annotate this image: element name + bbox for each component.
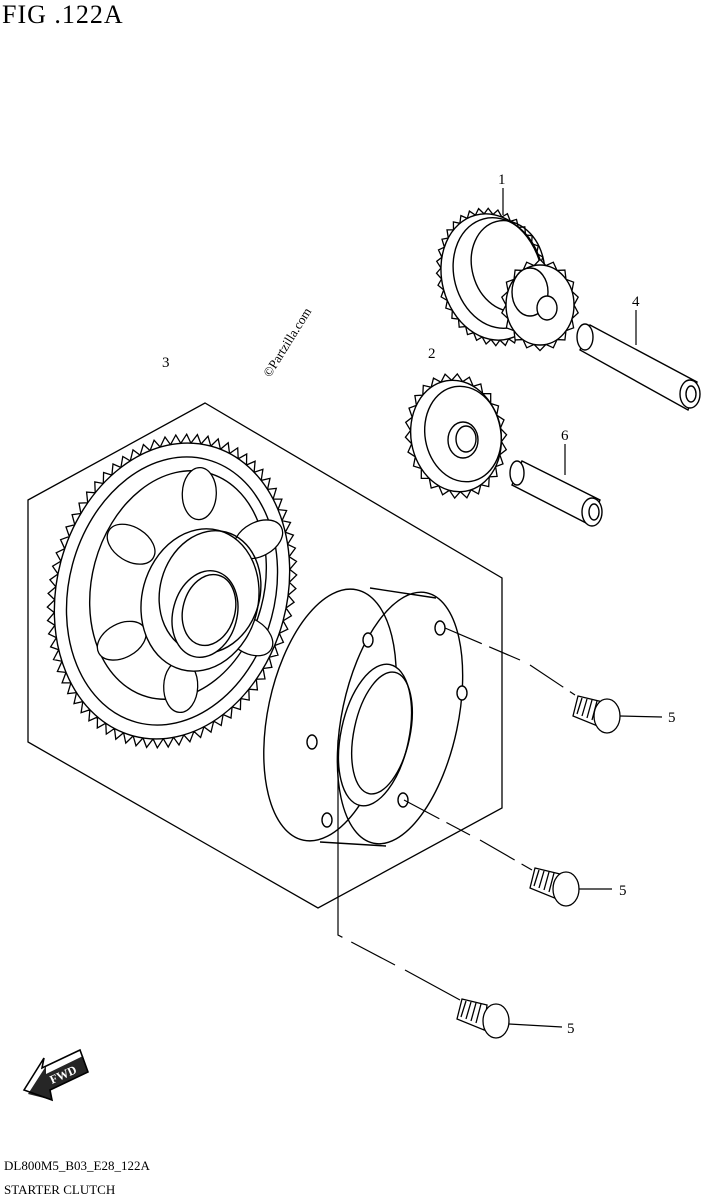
starter-idle-gear	[435, 207, 580, 352]
figure-title: FIG .122A	[2, 0, 124, 29]
callout-6: 6	[561, 428, 569, 444]
starter-clutch-plate	[263, 587, 478, 847]
bolt-upper	[572, 695, 621, 734]
callout-4: 4	[632, 294, 640, 310]
callout-5-upper: 5	[668, 710, 676, 726]
diagram-caption: STARTER CLUTCH	[4, 1182, 116, 1197]
callout-2: 2	[428, 346, 436, 362]
starter-driven-gear	[46, 432, 298, 750]
callout-5-middle: 5	[619, 883, 627, 899]
fwd-arrow-icon: FWD	[22, 1048, 90, 1102]
part3-box-outline	[27, 402, 503, 909]
idle-gear-shaft-short	[509, 460, 603, 527]
watermark-text: ©Partzilla.com	[260, 305, 314, 380]
callout-3: 3	[162, 355, 170, 371]
callout-5-lower: 5	[567, 1021, 575, 1037]
idle-gear-shaft-long	[576, 323, 701, 412]
bolt-middle	[529, 867, 580, 907]
callout-1: 1	[498, 172, 506, 188]
idle-gear-no2	[404, 372, 508, 500]
leader-lines	[502, 188, 663, 1028]
bolt-lower	[456, 998, 510, 1039]
assembly-lines	[337, 627, 576, 1001]
diagram-code: DL800M5_B03_E28_122A	[4, 1158, 150, 1173]
